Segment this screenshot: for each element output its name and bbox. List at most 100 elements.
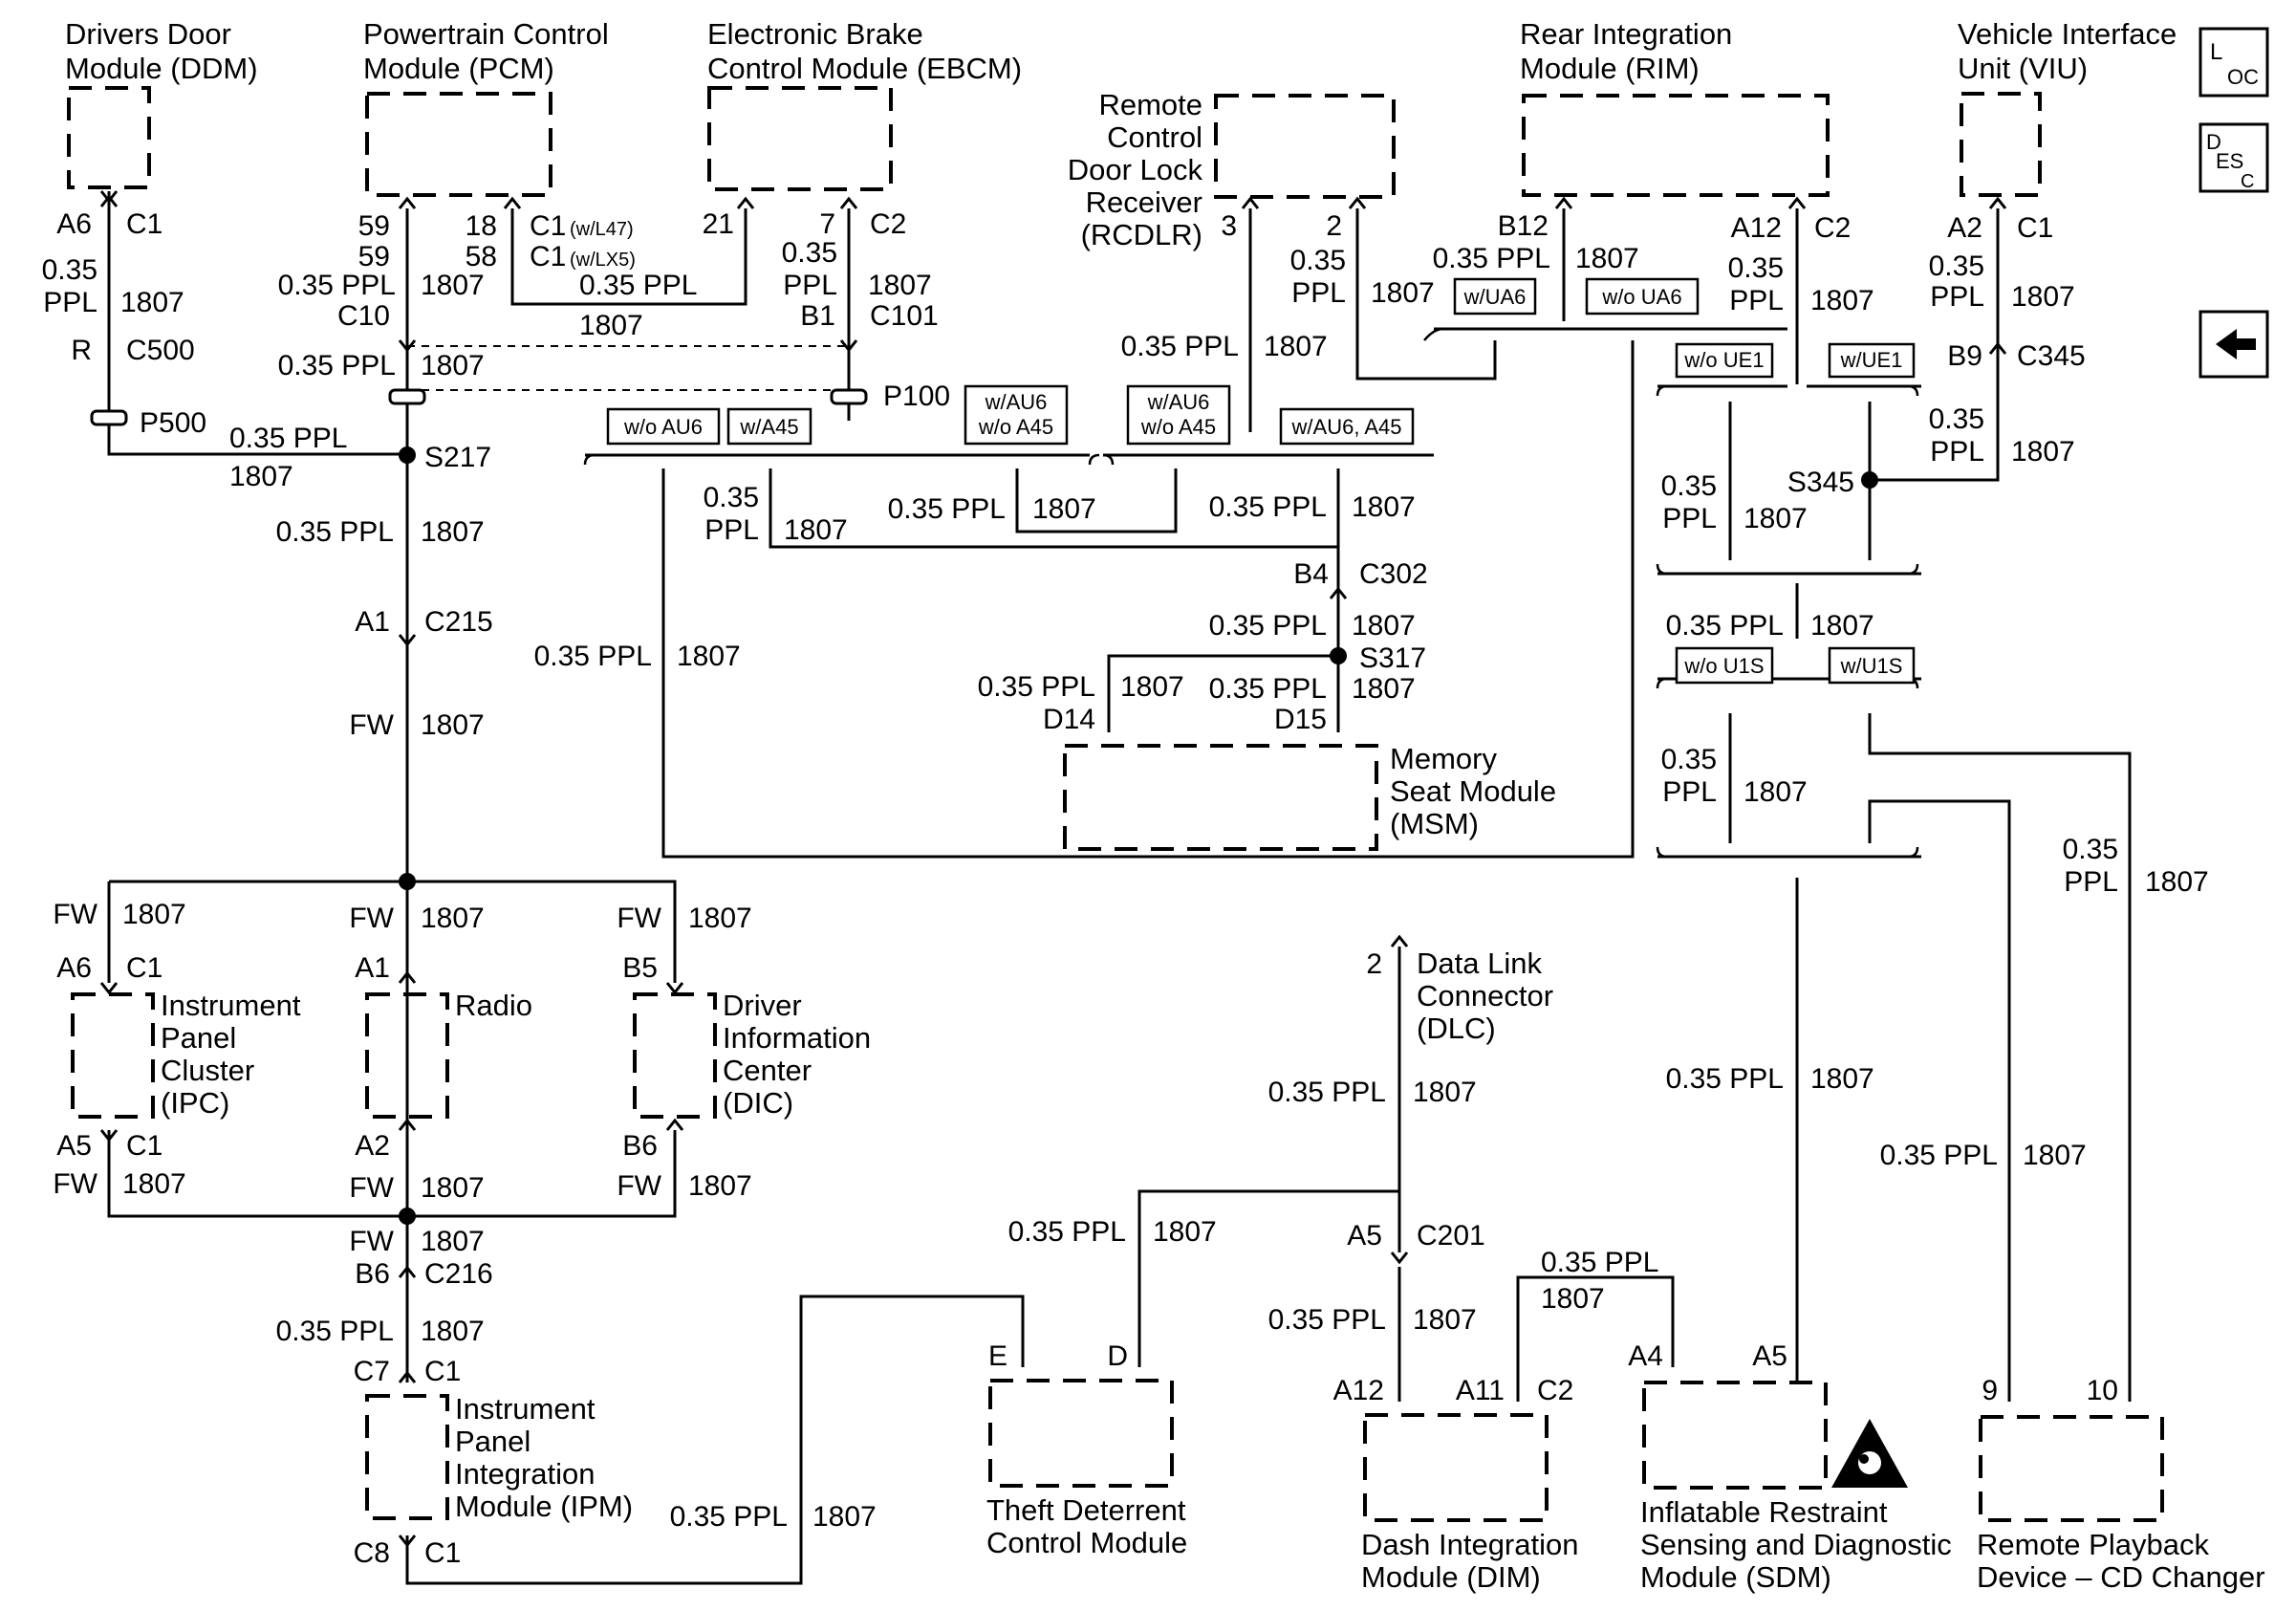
u1s-wire-size: 0.35 (1661, 744, 1717, 775)
sdm-wire-circuit: 1807 (1541, 1283, 1605, 1315)
pin-ipc-c1: C1 (126, 952, 162, 984)
opt-w-u1s: w/U1S (1840, 654, 1903, 678)
pin-dim-a11: A11 (1456, 1375, 1505, 1406)
opt-wo-ua6: w/o UA6 (1601, 285, 1681, 309)
back-arrow-icon[interactable] (2199, 310, 2269, 379)
rim-b12-wire-circuit: 1807 (1575, 243, 1639, 274)
dlc-label-1: Data Link (1417, 947, 1542, 980)
dic-label-3: Center (723, 1054, 812, 1087)
ebcm-box (707, 86, 893, 191)
splice-top (399, 873, 416, 890)
pcm-label-1: Powertrain Control (363, 17, 609, 51)
desc-icon-es: ES (2216, 149, 2243, 173)
ipc-box (71, 992, 155, 1119)
ipc-top-circuit: 1807 (122, 899, 186, 930)
viu-label-2: Unit (VIU) (1958, 52, 2088, 85)
u1s-wire-circuit: 1807 (1744, 776, 1808, 808)
sdm-label-2: Sensing and Diagnostic (1640, 1528, 1952, 1561)
pin-c1-l47-opt: (w/L47) (570, 219, 634, 240)
dlc-label-3: (DLC) (1417, 1012, 1496, 1045)
rim-box (1522, 94, 1830, 197)
ebcm-wire-circuit: 1807 (868, 270, 932, 301)
ipc-bot-circuit: 1807 (122, 1168, 186, 1200)
c345-wire-color: PPL (1930, 436, 1984, 468)
opt-w-au6-b: w/AU6 (1147, 390, 1210, 414)
trunk-wire-sc: 0.35 PPL (276, 516, 394, 548)
dic-bot-fw: FW (617, 1170, 661, 1202)
pin-viu-c1: C1 (2017, 212, 2053, 244)
ipm-label-1: Instrument (455, 1392, 596, 1426)
pin-dim-a12: A12 (1333, 1375, 1384, 1406)
pin-sdm-a5: A5 (1752, 1340, 1787, 1372)
rim-a12-wire-circuit: 1807 (1810, 285, 1874, 316)
loc-icon-l: L (2210, 39, 2222, 65)
pin-c345: C345 (2017, 340, 2086, 372)
c345-wire-size: 0.35 (1929, 403, 1984, 435)
p500-wire-sc: 0.35 PPL (229, 423, 347, 454)
dic-top-fw: FW (617, 903, 661, 934)
dic-box (633, 992, 717, 1119)
pin-b9: B9 (1947, 340, 1982, 372)
radio-bot-fw: FW (349, 1172, 394, 1204)
pin-a1: A1 (355, 606, 390, 638)
pin-s345: S345 (1787, 467, 1854, 498)
ddm-box (67, 86, 151, 189)
pin-radio-a2: A2 (355, 1130, 390, 1162)
ddm-label-2: Module (DDM) (65, 52, 258, 85)
pin-c1-lx5-opt: (w/LX5) (570, 250, 636, 271)
rcdlr-label-4: Receiver (1086, 185, 1202, 219)
pin-ipc-a6: A6 (56, 952, 92, 984)
dlc-wire-sc: 0.35 PPL (1268, 1077, 1386, 1108)
pin-ddm-c1: C1 (126, 208, 162, 240)
inline-connectors (90, 388, 868, 426)
viu-wire-color: PPL (1930, 281, 1984, 313)
pin-s217: S217 (424, 442, 491, 473)
dlc-label-2: Connector (1417, 979, 1553, 1012)
pin-c216: C216 (424, 1258, 493, 1290)
rim-b12-wire-sc: 0.35 PPL (1433, 243, 1550, 274)
sdm-feed-wire-circuit: 1807 (1810, 1063, 1874, 1095)
pin-ipm-c7: C7 (354, 1356, 390, 1387)
location-icon[interactable]: L OC (2199, 27, 2269, 98)
airbag-warning-icon (1831, 1419, 1908, 1488)
rim-label-1: Rear Integration (1520, 17, 1732, 51)
mid-wire-circuit: 1807 (1810, 610, 1874, 642)
ebcm-label-1: Electronic Brake (707, 17, 923, 51)
pin-pcm-59a: 59 (358, 210, 390, 242)
loop-wire-sc: 0.35 PPL (888, 493, 1006, 525)
c302-wire-circuit: 1807 (784, 514, 848, 546)
pcm-label-2: Module (PCM) (363, 52, 554, 85)
viu-box (1960, 92, 2042, 197)
pin-d14: D14 (1043, 704, 1095, 735)
radio-bot-circuit: 1807 (421, 1172, 485, 1204)
pin-ipm-c1: C1 (424, 1356, 461, 1387)
opt-wo-a45-b: w/o A45 (1140, 415, 1216, 439)
d14-wire-sc: 0.35 PPL (978, 671, 1095, 703)
rcdlr2-wire-circuit: 1807 (1371, 277, 1435, 309)
s345-wire-color: PPL (1662, 503, 1717, 534)
tdcm-wire-circuit: 1807 (1153, 1216, 1217, 1248)
sdm-label-3: Module (SDM) (1640, 1560, 1831, 1594)
component-labels: Drivers Door Module (DDM) Powertrain Con… (65, 17, 2265, 1594)
pin-c1-l47: C1 (530, 210, 566, 242)
s345-wire-size: 0.35 (1661, 470, 1717, 502)
dim-box (1363, 1413, 1549, 1522)
ebcm-wire-color: PPL (783, 270, 837, 301)
pin-rim-c2: C2 (1814, 212, 1851, 244)
msm-long-wire-sc: 0.35 PPL (534, 641, 652, 672)
radio-top-circuit: 1807 (421, 903, 485, 934)
p100-wire-sc: 0.35 PPL (278, 350, 396, 381)
rcdlr3-wire-circuit: 1807 (1264, 331, 1328, 362)
d15-wire-sc: 0.35 PPL (1209, 673, 1327, 705)
opt-wo-au6: w/o AU6 (623, 415, 703, 439)
trunk-wire-fw: FW (349, 709, 394, 741)
description-icon[interactable]: D ES C (2199, 122, 2269, 193)
pin-pcm-59b: 59 (358, 241, 390, 272)
pin-dic-b6: B6 (622, 1130, 658, 1162)
pin-dim-c2: C2 (1537, 1375, 1573, 1406)
pin-b4: B4 (1293, 558, 1329, 590)
ipc-label-3: Cluster (161, 1054, 254, 1087)
connector-marks (99, 190, 2007, 1548)
au6-wire-sc: 0.35 PPL (1209, 491, 1327, 523)
